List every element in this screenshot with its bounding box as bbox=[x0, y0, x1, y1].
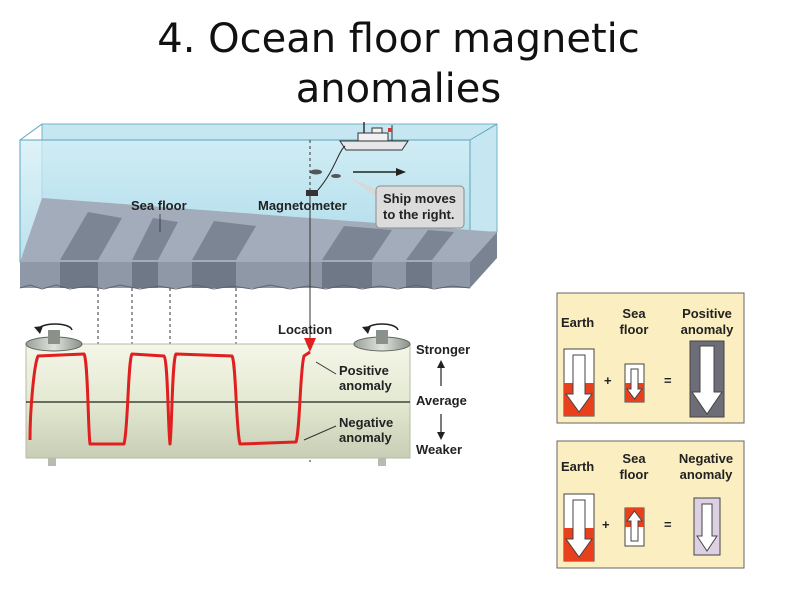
fish-icon bbox=[310, 169, 322, 175]
earth-field-arrow-icon bbox=[565, 499, 593, 558]
stronger-label: Stronger bbox=[416, 342, 470, 357]
rotation-arrow-right-icon bbox=[365, 323, 399, 331]
magnetometer-icon bbox=[306, 190, 318, 196]
fish-icon-2 bbox=[331, 174, 341, 178]
result-label-1: Positive bbox=[682, 306, 732, 321]
title-line-1: 4. Ocean floor magnetic bbox=[157, 16, 640, 62]
weaker-label: Weaker bbox=[416, 442, 462, 457]
result-label-1: Negative bbox=[679, 451, 733, 466]
positive-anomaly-panel: Earth Sea floor Positive anomaly + = bbox=[556, 292, 745, 424]
equals-sign: = bbox=[664, 517, 672, 532]
result-label-2: anomaly bbox=[681, 322, 735, 337]
negative-anomaly-label-2: anomaly bbox=[339, 430, 393, 445]
ocean-cross-section: Ship moves to the right. Sea floor Magne… bbox=[19, 122, 498, 290]
tow-cable bbox=[317, 145, 346, 191]
down-arrow-icon bbox=[437, 432, 445, 440]
positive-anomaly-label-1: Positive bbox=[339, 363, 389, 378]
positive-anomaly-label-2: anomaly bbox=[339, 378, 393, 393]
location-label: Location bbox=[278, 322, 332, 337]
front-stripes bbox=[60, 262, 432, 288]
negative-anomaly-panel: Earth Sea floor Negative anomaly + = bbox=[556, 440, 745, 569]
earth-label: Earth bbox=[561, 315, 594, 330]
ship-moves-label-1: Ship moves bbox=[383, 191, 456, 206]
sea-floor-arrow-up-icon bbox=[626, 510, 643, 542]
sea-floor-arrow-down-icon bbox=[626, 368, 643, 400]
plus-sign: + bbox=[602, 517, 610, 532]
ship-moves-callout bbox=[375, 185, 465, 229]
sea-floor-label: Sea floor bbox=[131, 198, 187, 213]
page-title: 4. Ocean floor magnetic anomalies bbox=[0, 14, 797, 114]
rotation-arrow-left-icon bbox=[37, 323, 73, 331]
magnetometer-label: Magnetometer bbox=[258, 198, 347, 213]
sea-floor-label-1: Sea bbox=[622, 451, 646, 466]
sea-floor-side bbox=[470, 232, 497, 288]
sea-floor-label-1: Sea bbox=[622, 306, 646, 321]
anomaly-trace bbox=[28, 350, 311, 446]
negative-result-arrow-icon bbox=[696, 503, 718, 552]
positive-result-arrow-icon bbox=[691, 345, 723, 415]
up-arrow-icon bbox=[437, 360, 445, 368]
ship-moves-label-2: to the right. bbox=[383, 207, 455, 222]
earth-label: Earth bbox=[561, 459, 594, 474]
sea-floor-label-2: floor bbox=[620, 322, 649, 337]
title-line-2: anomalies bbox=[295, 66, 502, 112]
plus-sign: + bbox=[604, 373, 612, 388]
earth-field-arrow-icon bbox=[565, 354, 593, 413]
result-label-2: anomaly bbox=[680, 467, 734, 482]
equals-sign: = bbox=[664, 373, 672, 388]
right-arrow-icon bbox=[396, 168, 406, 176]
location-marker-icon bbox=[304, 338, 316, 352]
negative-anomaly-label-1: Negative bbox=[339, 415, 393, 430]
recorder-drum bbox=[25, 323, 411, 466]
sea-floor-label-2: floor bbox=[620, 467, 649, 482]
average-label: Average bbox=[416, 393, 467, 408]
magnetic-stripes bbox=[60, 212, 454, 260]
